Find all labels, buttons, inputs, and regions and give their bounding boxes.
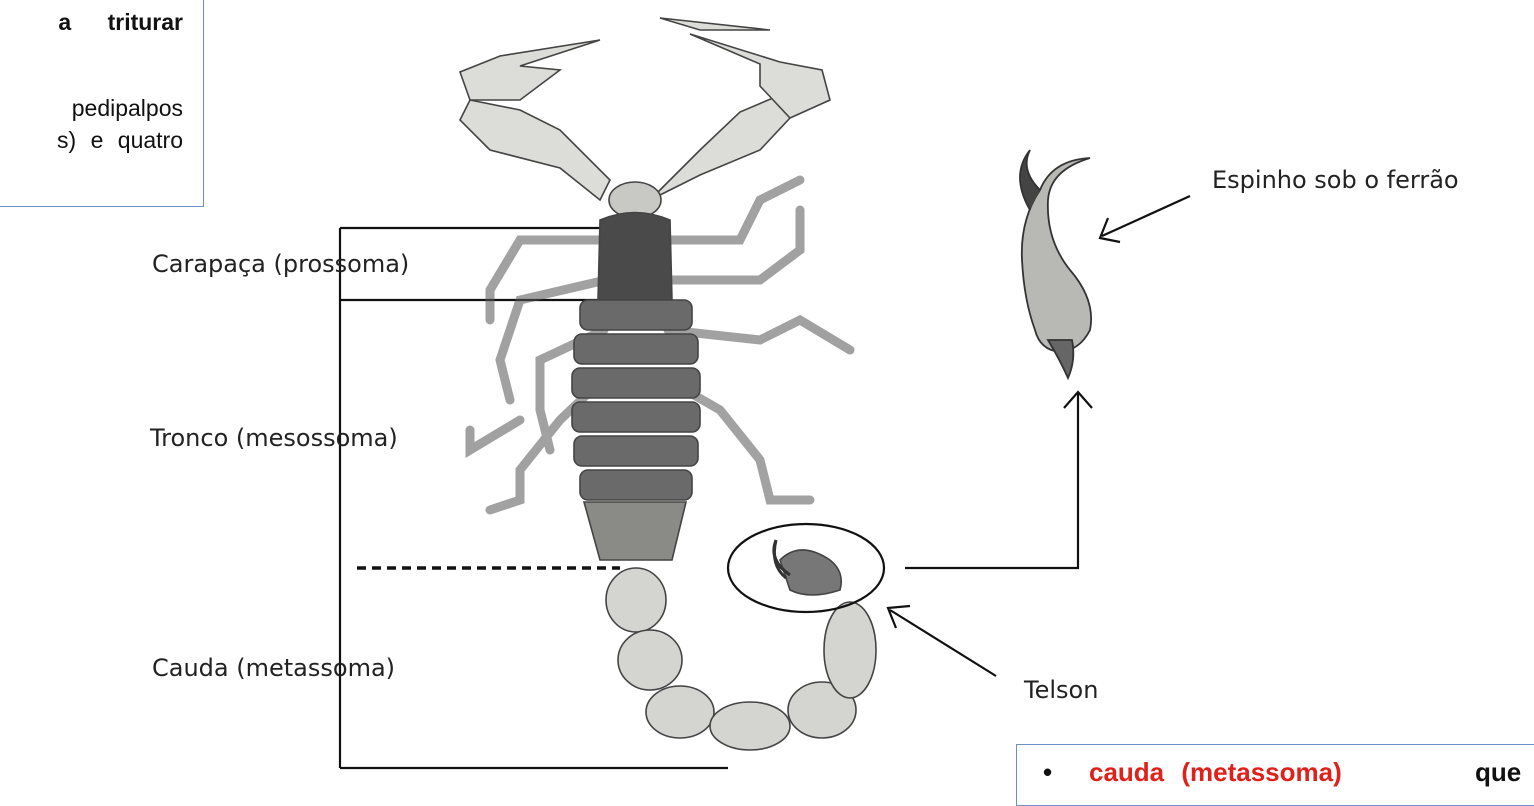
label-espinho: Espinho sob o ferrão [1212, 166, 1459, 194]
telson-arrow [888, 606, 996, 676]
bullet-icon: • [1043, 757, 1052, 788]
bottom-text-box: • cauda (metassoma) que [1016, 744, 1534, 806]
highlight-text: cauda (metassoma) [1089, 757, 1342, 788]
scorpion-illustration [460, 18, 876, 750]
spine-arrow [1100, 196, 1190, 242]
stinger-detail [1020, 150, 1091, 378]
label-carapaca: Carapaça (prossoma) [152, 250, 409, 278]
label-tronco: Tronco (mesossoma) [150, 424, 398, 452]
label-cauda: Cauda (metassoma) [152, 654, 395, 682]
label-telson: Telson [1024, 676, 1098, 704]
continuation-text: que [1475, 757, 1521, 788]
connector-arrow [905, 392, 1092, 568]
